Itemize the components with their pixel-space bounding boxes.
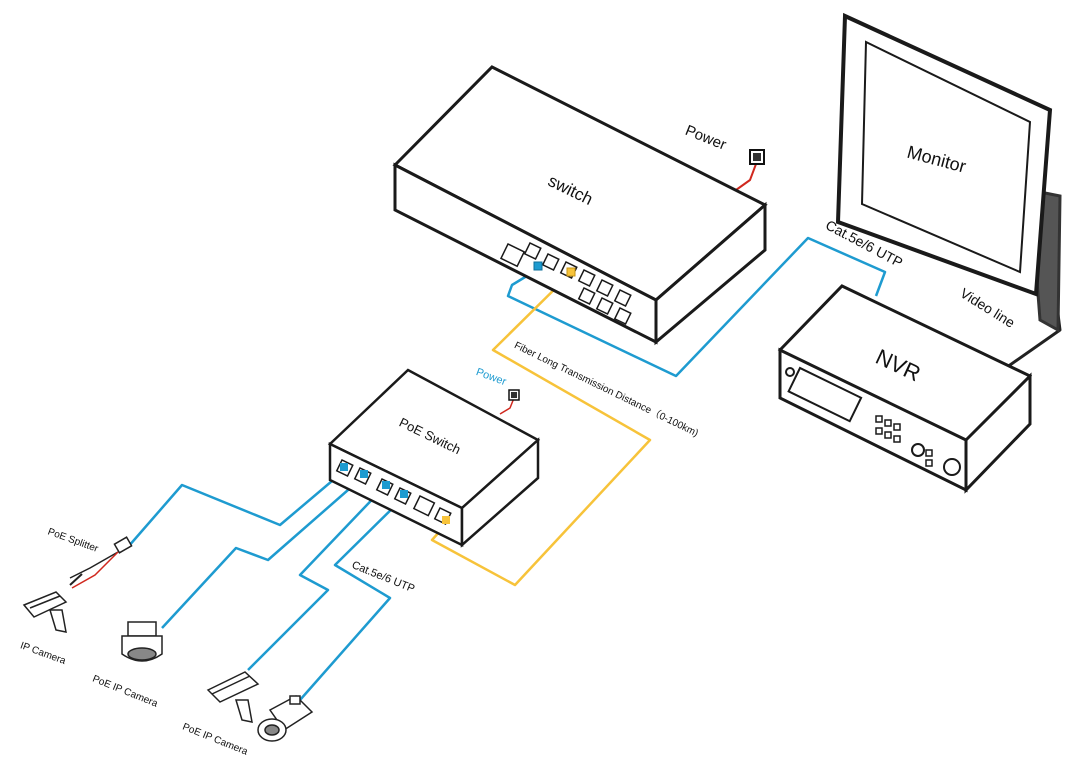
cables <box>127 163 1062 701</box>
video-line-label: Video line <box>957 285 1018 331</box>
power-socket-poe-icon <box>508 389 520 401</box>
power-poe-label: Power <box>474 366 508 388</box>
cable-poe-lens <box>299 496 405 701</box>
cat-bottom-label: Cat.5e/6 UTP <box>350 559 416 595</box>
poe-splitter-label: PoE Splitter <box>46 526 100 555</box>
cable-poe-splitter <box>127 469 346 548</box>
cable-poe-bullet <box>247 485 386 671</box>
power-socket-icon <box>749 149 765 165</box>
bullet-poe-camera-icon <box>206 671 260 723</box>
cable-switch-nvr <box>506 236 887 378</box>
cable-poe-dome <box>161 475 365 629</box>
ip-camera-label: IP Camera <box>19 640 68 667</box>
poe-ip-camera-label-2: PoE IP Camera <box>181 722 250 758</box>
lens-camera-icon <box>257 695 314 742</box>
switch: switch <box>392 65 768 346</box>
dome-camera-icon <box>121 621 163 662</box>
poe-switch: PoE Switch <box>327 368 541 548</box>
cable-power-top <box>735 163 757 191</box>
bullet-camera-icon <box>22 591 68 633</box>
cable-power-poe <box>499 397 515 415</box>
monitor: Monitor <box>835 12 1062 333</box>
fiber-label: Fiber Long Transmission Distance（0-100km… <box>512 339 700 439</box>
nvr: NVR <box>777 284 1033 494</box>
power-top-label: Power <box>683 122 729 154</box>
cable-fiber <box>430 272 652 587</box>
poe-ip-camera-label-1: PoE IP Camera <box>91 674 160 710</box>
poe-splitter <box>69 536 133 589</box>
